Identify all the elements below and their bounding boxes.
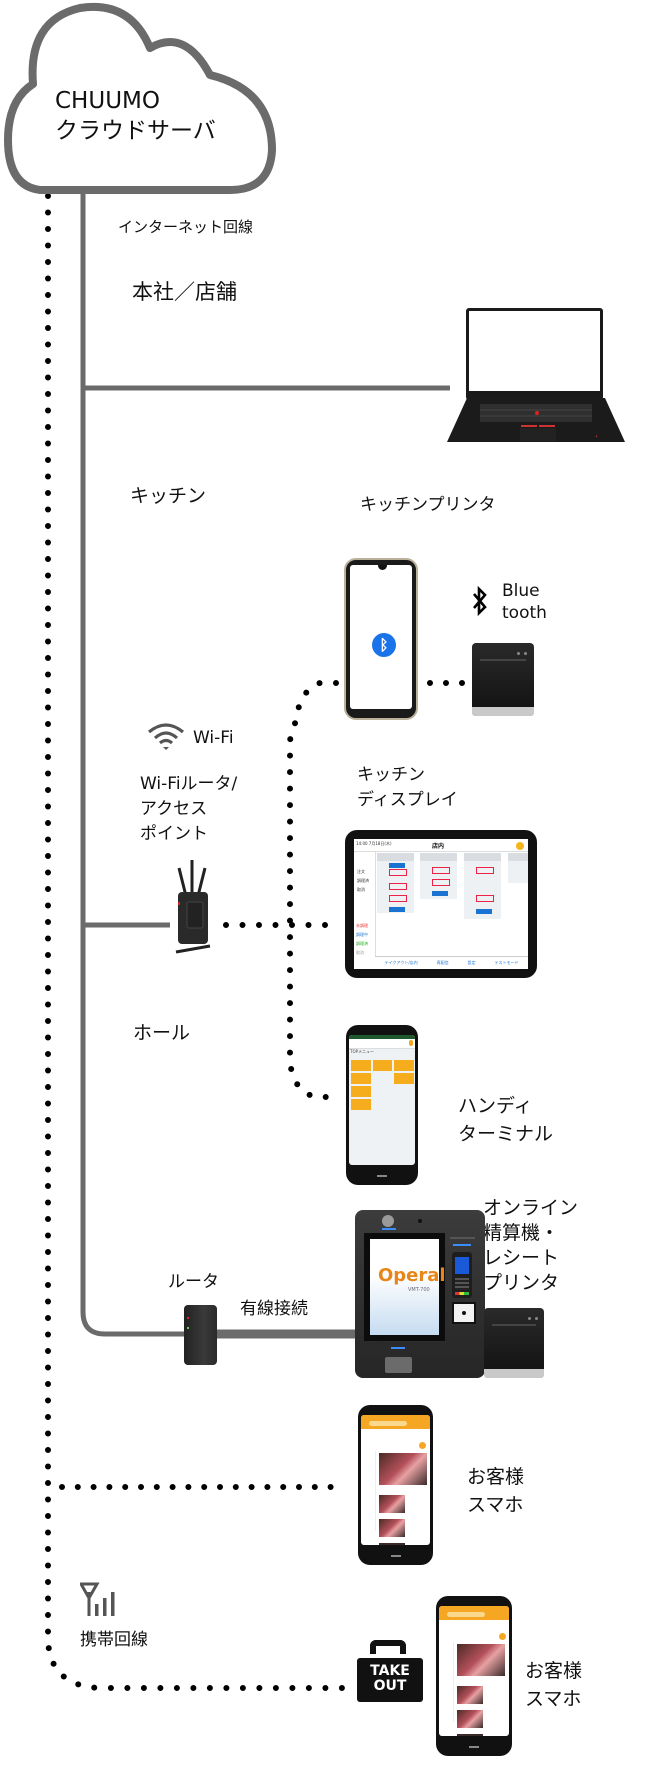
kiosk-screen: Operal VMT-700 [370, 1239, 446, 1335]
kiosk-model: VMT-700 [408, 1287, 430, 1293]
kds-side-item[interactable]: 調理済 [357, 878, 369, 883]
kiosk-label-2: 精算機・ [483, 1222, 560, 1244]
internet-line-label: インターネット回線 [118, 218, 254, 236]
wifi-router-icon [175, 860, 211, 954]
kds-title: 店内 [432, 843, 445, 850]
kitchen-printer-label: キッチンプリンタ [360, 495, 496, 515]
bluetooth-app-icon: ᛒ [372, 633, 396, 657]
router-icon [184, 1305, 217, 1365]
kds-status-cancelled[interactable]: 取消 [356, 950, 364, 955]
kds-tab[interactable]: 設定 [467, 960, 476, 965]
kds-side-item[interactable]: 取消 [357, 887, 365, 892]
kds-side-item[interactable]: 注文 [357, 869, 365, 874]
kds-status-uncooked[interactable]: 未調理 [356, 923, 368, 928]
customer-phone-label-2: スマホ [467, 1494, 524, 1516]
wifi-label: Wi-Fi [193, 728, 234, 748]
bluetooth-label-2: tooth [502, 603, 547, 623]
kiosk-label-1: オンライン [483, 1197, 579, 1219]
takeout-bag-icon: TAKE OUT [357, 1640, 425, 1702]
laptop-keyboard: • [447, 398, 625, 442]
kiosk-label-4: プリンタ [483, 1272, 560, 1294]
kds-tab[interactable]: テイクアウト/店内 [384, 960, 418, 965]
router-label: ルータ [168, 1272, 219, 1292]
cloud-title: CHUUMO [55, 88, 160, 114]
wired-connection-label: 有線接続 [240, 1299, 308, 1319]
bluetooth-label-1: Blue [502, 581, 540, 601]
kitchen-display-label-2: ディスプレイ [357, 790, 458, 810]
wifi-router-label-3: ポイント [140, 824, 208, 844]
section-headquarters: 本社／店舗 [132, 280, 237, 304]
internet-backbone-line [80, 192, 186, 1337]
kds-screen: 14:00 7月18日(木) 店内 注文 調理済 取消 未調理 調理中 調理済 … [354, 839, 528, 969]
handy-terminal: TOPメニュー [346, 1025, 418, 1185]
takeout-phone-label-2: スマホ [525, 1688, 582, 1710]
wifi-router-label-2: アクセス [140, 799, 208, 819]
kds-status-cooking[interactable]: 調理中 [356, 932, 368, 937]
cloud-server-icon [4, 2, 276, 194]
cloud-subtitle: クラウドサーバ [55, 118, 216, 144]
mobile-dotted-line [45, 193, 345, 1691]
section-kitchen: キッチン [130, 485, 207, 507]
takeout-phone-label-1: お客様 [525, 1660, 583, 1682]
payment-kiosk: Operal VMT-700 [355, 1210, 485, 1378]
cellular-signal-icon [80, 1582, 115, 1616]
kitchen-display-tablet: 14:00 7月18日(木) 店内 注文 調理済 取消 未調理 調理中 調理済 … [345, 830, 537, 978]
bluetooth-icon [473, 585, 487, 617]
wifi-icon [147, 723, 185, 750]
kiosk-camera [382, 1215, 394, 1227]
kiosk-brand: Operal [378, 1265, 446, 1286]
kitchen-printer-icon [472, 643, 534, 716]
receipt-printer-icon [484, 1308, 544, 1378]
wifi-router-label-1: Wi-Fiルータ/ [140, 774, 238, 794]
kitchen-display-label-1: キッチン [357, 765, 425, 785]
takeout-line-1: TAKE [370, 1663, 410, 1679]
takeout-line-2: OUT [373, 1678, 407, 1694]
handy-label-2: ターミナル [458, 1123, 554, 1145]
kds-tab[interactable]: テストモード [494, 960, 519, 965]
handy-label-1: ハンディ [458, 1095, 533, 1117]
handy-breadcrumb: TOPメニュー [350, 1049, 375, 1054]
customer-smartphone [358, 1405, 433, 1565]
kitchen-printer-phone: ᛒ [344, 558, 418, 720]
kds-tab[interactable]: 再配信 [436, 960, 449, 965]
customer-phone-label-1: お客様 [467, 1466, 525, 1488]
laptop-icon [466, 308, 603, 400]
kiosk-label-3: レシート [483, 1247, 560, 1269]
svg-text:•: • [595, 434, 598, 440]
mobile-line-label: 携帯回線 [80, 1630, 148, 1650]
section-hall: ホール [133, 1022, 191, 1044]
card-terminal [452, 1252, 472, 1298]
takeout-customer-smartphone [436, 1596, 512, 1756]
kds-status-cooked[interactable]: 調理済 [356, 941, 368, 946]
wifi-vertical-dotted-line [287, 680, 339, 1100]
